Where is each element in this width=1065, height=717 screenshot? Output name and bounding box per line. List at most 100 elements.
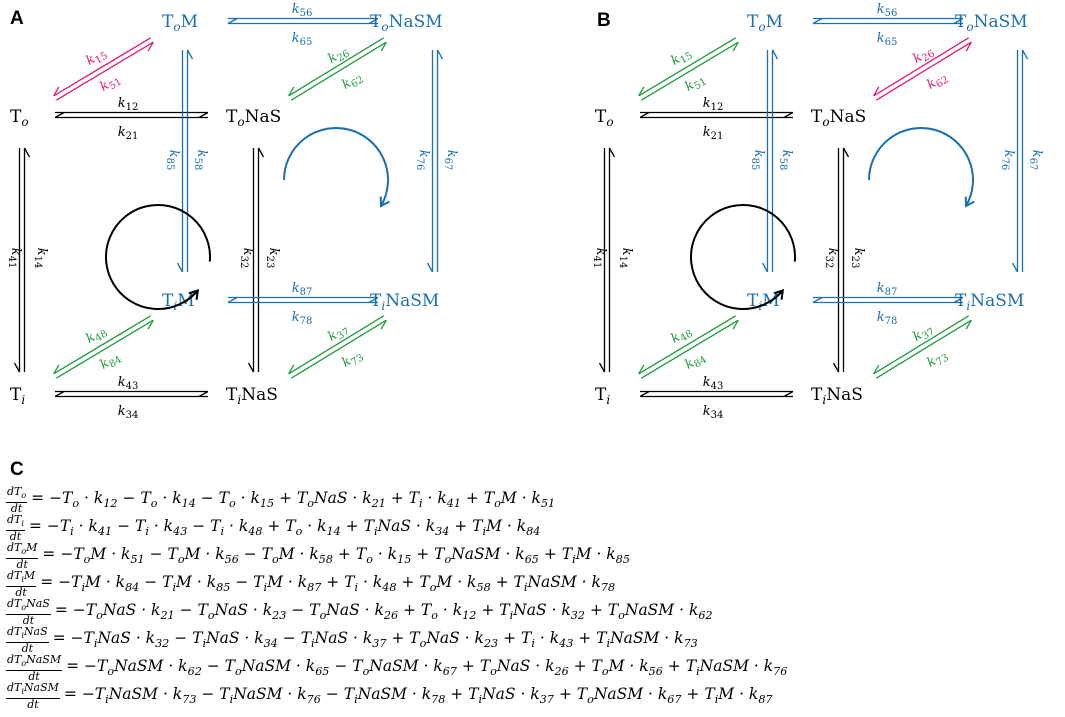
- rate-label-k73: k73: [339, 347, 365, 372]
- arrow-k12-head: [198, 111, 209, 119]
- rate-label-k21: k21: [118, 125, 139, 142]
- arrow-k23-head: [257, 147, 265, 158]
- node-TiM: TiM: [747, 291, 780, 313]
- arrow-k73-head: [288, 364, 295, 375]
- arrow-k51-head: [53, 86, 60, 97]
- arrow-k26-head: [965, 41, 972, 52]
- equation-rhs: = −TiNaSM · k73 − TiNaSM · k76 − TiNaSM …: [63, 685, 773, 707]
- node-TiNaSM: TiNaSM: [955, 291, 1024, 313]
- arrow-k34-head: [639, 390, 650, 398]
- rate-label-k58: k58: [192, 150, 209, 171]
- arrow-k84-head: [638, 364, 645, 375]
- arrow-k34-head: [54, 390, 65, 398]
- node-TiNaSM: TiNaSM: [370, 291, 439, 313]
- rate-label-k78: k78: [877, 310, 898, 327]
- rate-label-k56: k56: [877, 2, 898, 19]
- arrow-k14-head: [608, 147, 616, 158]
- rate-label-k58: k58: [777, 150, 794, 171]
- rate-label-k41: k41: [591, 248, 608, 269]
- rate-label-k12: k12: [118, 96, 139, 113]
- arrow-k58-head: [771, 49, 779, 60]
- rate-label-k14: k14: [617, 248, 634, 269]
- rate-label-k34: k34: [703, 404, 724, 421]
- rate-label-k62: k62: [339, 69, 365, 94]
- arrow-k76-head: [426, 262, 434, 273]
- rate-label-k23: k23: [849, 248, 866, 269]
- arrow-k48-head: [732, 319, 739, 330]
- rate-label-k84: k84: [682, 349, 708, 374]
- arrow-k37-head: [380, 319, 387, 330]
- rate-label-k23: k23: [264, 248, 281, 269]
- arrow-k67-head: [1021, 49, 1029, 60]
- arrow-k85-head: [761, 262, 769, 273]
- equation-rhs: = −TiM · k84 − TiM · k85 − TiM · k87 + T…: [40, 573, 616, 595]
- arrow-k14-head: [23, 147, 31, 158]
- node-TiNaS: TiNaS: [811, 385, 863, 407]
- rate-label-k87: k87: [877, 281, 898, 298]
- rate-label-k34: k34: [118, 404, 139, 421]
- rate-label-k84: k84: [97, 349, 123, 374]
- arrow-k87-head: [953, 296, 964, 304]
- rate-label-k43: k43: [118, 375, 139, 392]
- arrow-k26: [290, 41, 387, 101]
- arrow-k48-head: [147, 319, 154, 330]
- arrow-k37: [875, 319, 972, 379]
- arrow-k56-head: [953, 17, 964, 25]
- arrow-k73: [873, 315, 970, 375]
- rate-label-k15: k15: [83, 45, 109, 70]
- rate-label-k51: k51: [682, 71, 708, 96]
- arrow-k37: [290, 319, 387, 379]
- rate-label-k32: k32: [238, 248, 255, 269]
- arrow-k21-head: [639, 111, 650, 119]
- node-To: To: [595, 107, 614, 129]
- arrow-k62-head: [873, 86, 880, 97]
- arrow-k62-head: [288, 86, 295, 97]
- cycle-arrow-blue: [868, 127, 974, 207]
- arrow-k26-head: [380, 41, 387, 52]
- rate-label-k73: k73: [924, 347, 950, 372]
- equation-rhs: = −To · k12 − To · k14 − To · k15 + ToNa…: [31, 489, 556, 511]
- arrow-k43-head: [783, 390, 794, 398]
- arrow-k21-head: [54, 111, 65, 119]
- node-To: To: [10, 107, 29, 129]
- rate-label-k56: k56: [292, 2, 313, 19]
- rate-label-k14: k14: [32, 248, 49, 269]
- rate-label-k43: k43: [703, 375, 724, 392]
- rate-label-k87: k87: [292, 281, 313, 298]
- arrow-k58-head: [186, 49, 194, 60]
- node-TiNaS: TiNaS: [226, 385, 278, 407]
- panel-label-b: B: [597, 10, 611, 31]
- arrow-k67-head: [436, 49, 444, 60]
- cycle-arrow-black: [690, 204, 796, 310]
- panel-label-c: C: [10, 459, 24, 480]
- arrow-k41-head: [13, 362, 21, 373]
- rate-label-k32: k32: [823, 248, 840, 269]
- arrow-k78-head: [812, 296, 823, 304]
- panel-label-a: A: [10, 8, 24, 29]
- arrow-k43-head: [198, 390, 209, 398]
- arrow-k15-head: [147, 41, 154, 52]
- rate-label-k62: k62: [924, 69, 950, 94]
- rate-label-k48: k48: [83, 323, 109, 348]
- arrow-k12-head: [783, 111, 794, 119]
- node-Ti: Ti: [595, 385, 610, 407]
- equation-rhs: = −TiNaS · k32 − TiNaS · k34 − TiNaS · k…: [52, 629, 698, 651]
- arrow-k23-head: [842, 147, 850, 158]
- arrow-k51: [53, 37, 152, 97]
- rate-label-k76: k76: [414, 150, 431, 171]
- arrow-k62: [288, 37, 385, 97]
